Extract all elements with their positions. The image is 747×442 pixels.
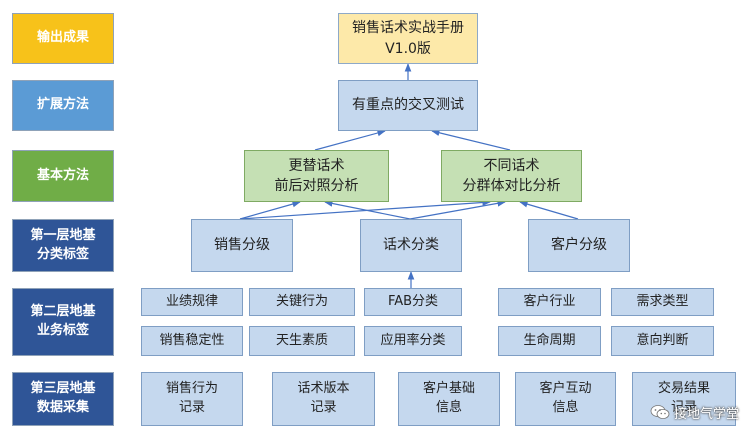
tier2-node-usage-rate-category: 应用率分类 (364, 326, 462, 356)
layer-label-extend-method: 扩展方法 (12, 80, 114, 131)
arrow-script-to-right-basic (409, 200, 506, 220)
watermark: 接地气学堂 (650, 403, 739, 422)
wechat-icon (650, 405, 670, 419)
tier2-node-customer-industry: 客户行业 (498, 288, 601, 316)
tier3-node-transaction-result-record: 交易结果 记录 (632, 372, 736, 426)
tier2-node-fab-category: FAB分类 (364, 288, 462, 316)
basic-node-group-compare: 不同话术 分群体对比分析 (441, 150, 582, 202)
layer-label-basic-method: 基本方法 (12, 150, 114, 202)
output-node: 销售话术实战手册 V1.0版 (338, 13, 478, 64)
tier1-node-script-category: 话术分类 (360, 219, 462, 272)
tier2-node-performance-pattern: 业绩规律 (141, 288, 243, 316)
extend-node: 有重点的交叉测试 (338, 80, 478, 131)
arrow-customer-to-right-basic (519, 200, 579, 220)
tier2-node-demand-type: 需求类型 (611, 288, 714, 316)
arrow-right-basic-to-extend (431, 129, 511, 151)
arrow-sales-to-left-basic (239, 200, 301, 220)
tier1-node-customer-grading: 客户分级 (528, 219, 630, 272)
arrow-script-to-left-basic (324, 200, 411, 220)
tier3-node-customer-basic-info: 客户基础 信息 (398, 372, 500, 426)
tier3-node-customer-interaction-info: 客户互动 信息 (515, 372, 616, 426)
watermark-text: 接地气学堂 (673, 407, 739, 422)
layer-label-tier2-foundation: 第二层地基 业务标签 (12, 288, 114, 356)
tier2-node-intent-judgment: 意向判断 (611, 326, 714, 356)
tier2-node-innate-quality: 天生素质 (249, 326, 355, 356)
tier2-node-lifecycle: 生命周期 (498, 326, 601, 356)
layer-label-tier1-foundation: 第一层地基 分类标签 (12, 219, 114, 272)
tier1-node-sales-grading: 销售分级 (191, 219, 293, 272)
tier2-node-sales-stability: 销售稳定性 (141, 326, 243, 356)
layer-label-tier3-foundation: 第三层地基 数据采集 (12, 372, 114, 426)
tier2-node-key-behavior: 关键行为 (249, 288, 355, 316)
arrow-left-basic-to-extend (314, 129, 386, 151)
layer-label-output: 输出成果 (12, 13, 114, 64)
tier3-node-script-version-record: 话术版本 记录 (272, 372, 375, 426)
basic-node-before-after: 更替话术 前后对照分析 (244, 150, 389, 202)
tier3-node-sales-behavior-record: 销售行为 记录 (141, 372, 243, 426)
